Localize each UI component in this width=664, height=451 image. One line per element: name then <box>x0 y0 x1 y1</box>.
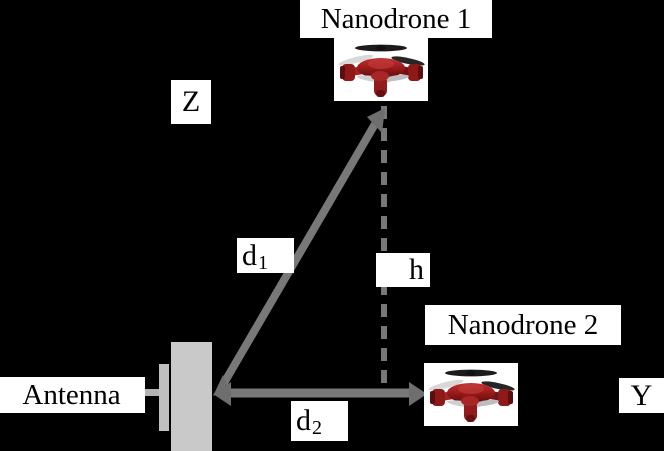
antenna-label: Antenna <box>0 377 145 413</box>
antenna-label-text: Antenna <box>22 378 121 411</box>
distance1-label-text: d <box>242 238 257 272</box>
axis-z-label: Z <box>171 80 211 124</box>
axis-z-label-text: Z <box>181 85 201 118</box>
distance1-label-subscript: 1 <box>258 251 268 274</box>
nanodrone2-label-text: Nanodrone 2 <box>447 308 599 341</box>
axis-y-label: Y <box>619 378 664 413</box>
antenna-feed-stub <box>141 389 161 396</box>
drone1-image <box>334 38 428 101</box>
axis-y-label-text: Y <box>630 378 653 412</box>
drone2-image <box>424 363 518 426</box>
quadcopter-drone-icon <box>334 38 428 101</box>
antenna-reflector-bar <box>159 364 169 431</box>
height-label-text: h <box>409 253 424 286</box>
panel-antenna-icon <box>171 342 212 451</box>
d2-arrow <box>213 382 427 406</box>
nanodrone1-label-text: Nanodrone 1 <box>320 2 472 35</box>
distance2-label-text: d <box>296 404 311 437</box>
quadcopter-drone-icon <box>424 363 518 426</box>
nanodrone2-label: Nanodrone 2 <box>425 305 621 345</box>
nanodrone1-label: Nanodrone 1 <box>300 0 492 38</box>
distance2-label-subscript: 2 <box>312 417 322 439</box>
height-label: h <box>376 253 430 287</box>
